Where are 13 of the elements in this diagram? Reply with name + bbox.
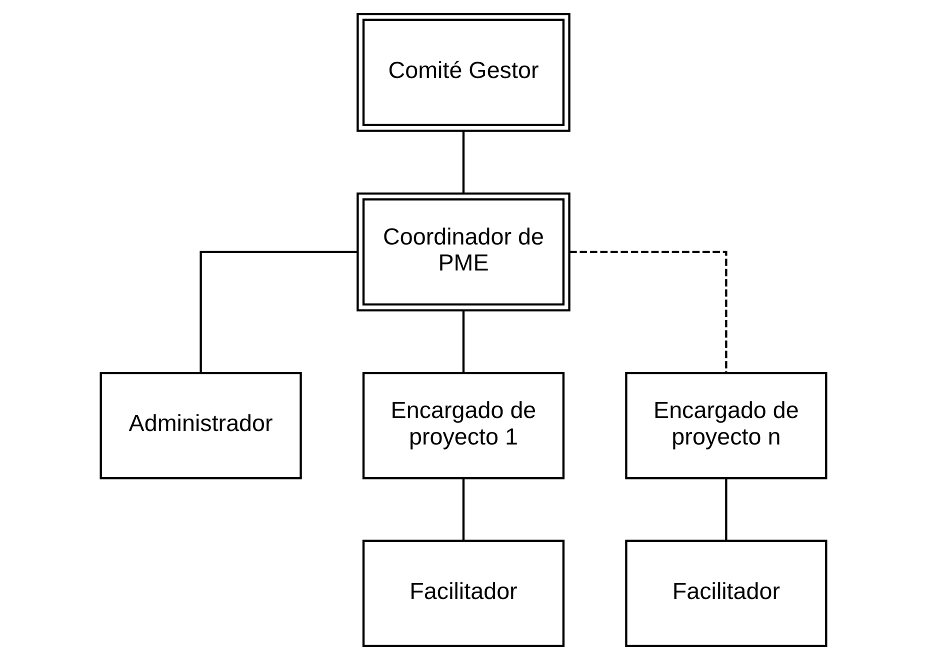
connector (462, 310, 465, 373)
connector (200, 250, 358, 373)
node-box: Comité Gestor (356, 12, 570, 132)
connector (462, 478, 465, 540)
node-box: Facilitador (625, 540, 828, 648)
connector (725, 478, 728, 540)
node-box: Administrador (100, 372, 302, 480)
node-box: Facilitador (362, 540, 565, 648)
node-box: Encargado de proyecto n (625, 372, 828, 480)
node-box: Coordinador de PME (356, 192, 570, 312)
connector (462, 131, 465, 193)
connector (570, 250, 728, 373)
node-box: Encargado de proyecto 1 (362, 372, 565, 480)
